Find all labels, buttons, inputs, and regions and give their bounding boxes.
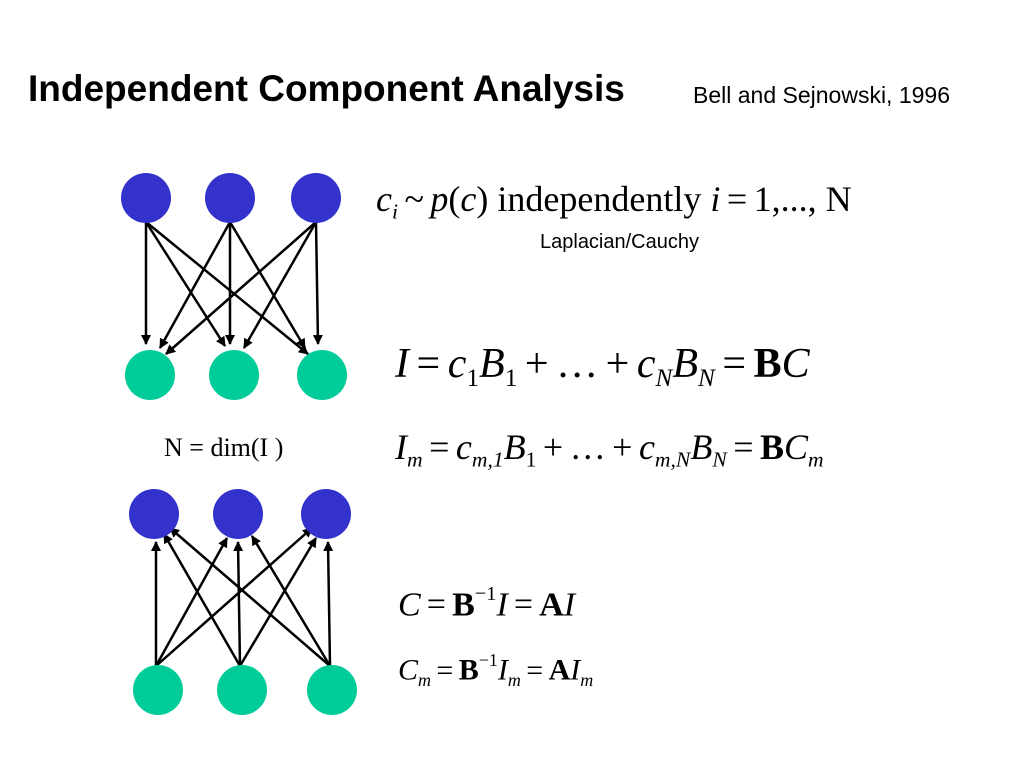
unmixing-equation-indexed: Cm=B−1Im=AIm [398,650,594,690]
observed-layer-bottom [133,665,357,715]
index-range: 1,..., N [753,179,852,219]
arrow [233,541,244,667]
arrow [165,221,317,355]
source-node [291,173,341,223]
arrow [250,535,332,667]
observed-node [307,665,357,715]
mixing-equation-indexed: Im=cm,1B1+…+cm,NBN=BCm [395,427,824,472]
source-node [301,489,351,539]
arrow [242,221,318,349]
source-node [205,173,255,223]
unmixing-equation: C=B−1I=AI [398,583,576,624]
arrow [169,527,331,667]
prior-equation: ci~p(c) independently i=1,..., N [376,179,852,224]
dimension-equation: N = dim(I ) [164,433,284,462]
observed-layer-top [125,350,347,400]
arrow [228,221,307,349]
observed-node [297,350,347,400]
arrow [323,541,334,667]
observed-node [209,350,259,400]
arrow [312,221,323,345]
arrow [238,537,318,667]
arrow [162,533,242,667]
arrow [145,221,309,355]
source-node [213,489,263,539]
observed-node [133,665,183,715]
generative-network [141,221,323,355]
mixing-equation: I=c1B1+…+cNBN=BC [395,341,810,392]
arrow [155,527,313,667]
source-node [129,489,179,539]
independently-text: independently [497,179,702,219]
inverse-network [151,527,334,667]
observed-node [125,350,175,400]
arrow [144,221,227,347]
source-layer-bottom [129,489,351,539]
arrow [154,537,229,667]
prior-caption: Laplacian/Cauchy [540,231,699,253]
source-node [121,173,171,223]
slide-subtitle: Bell and Sejnowski, 1996 [693,82,950,108]
arrow [158,221,232,349]
observed-node [217,665,267,715]
source-layer-top [121,173,341,223]
slide-title: Independent Component Analysis [28,68,625,109]
